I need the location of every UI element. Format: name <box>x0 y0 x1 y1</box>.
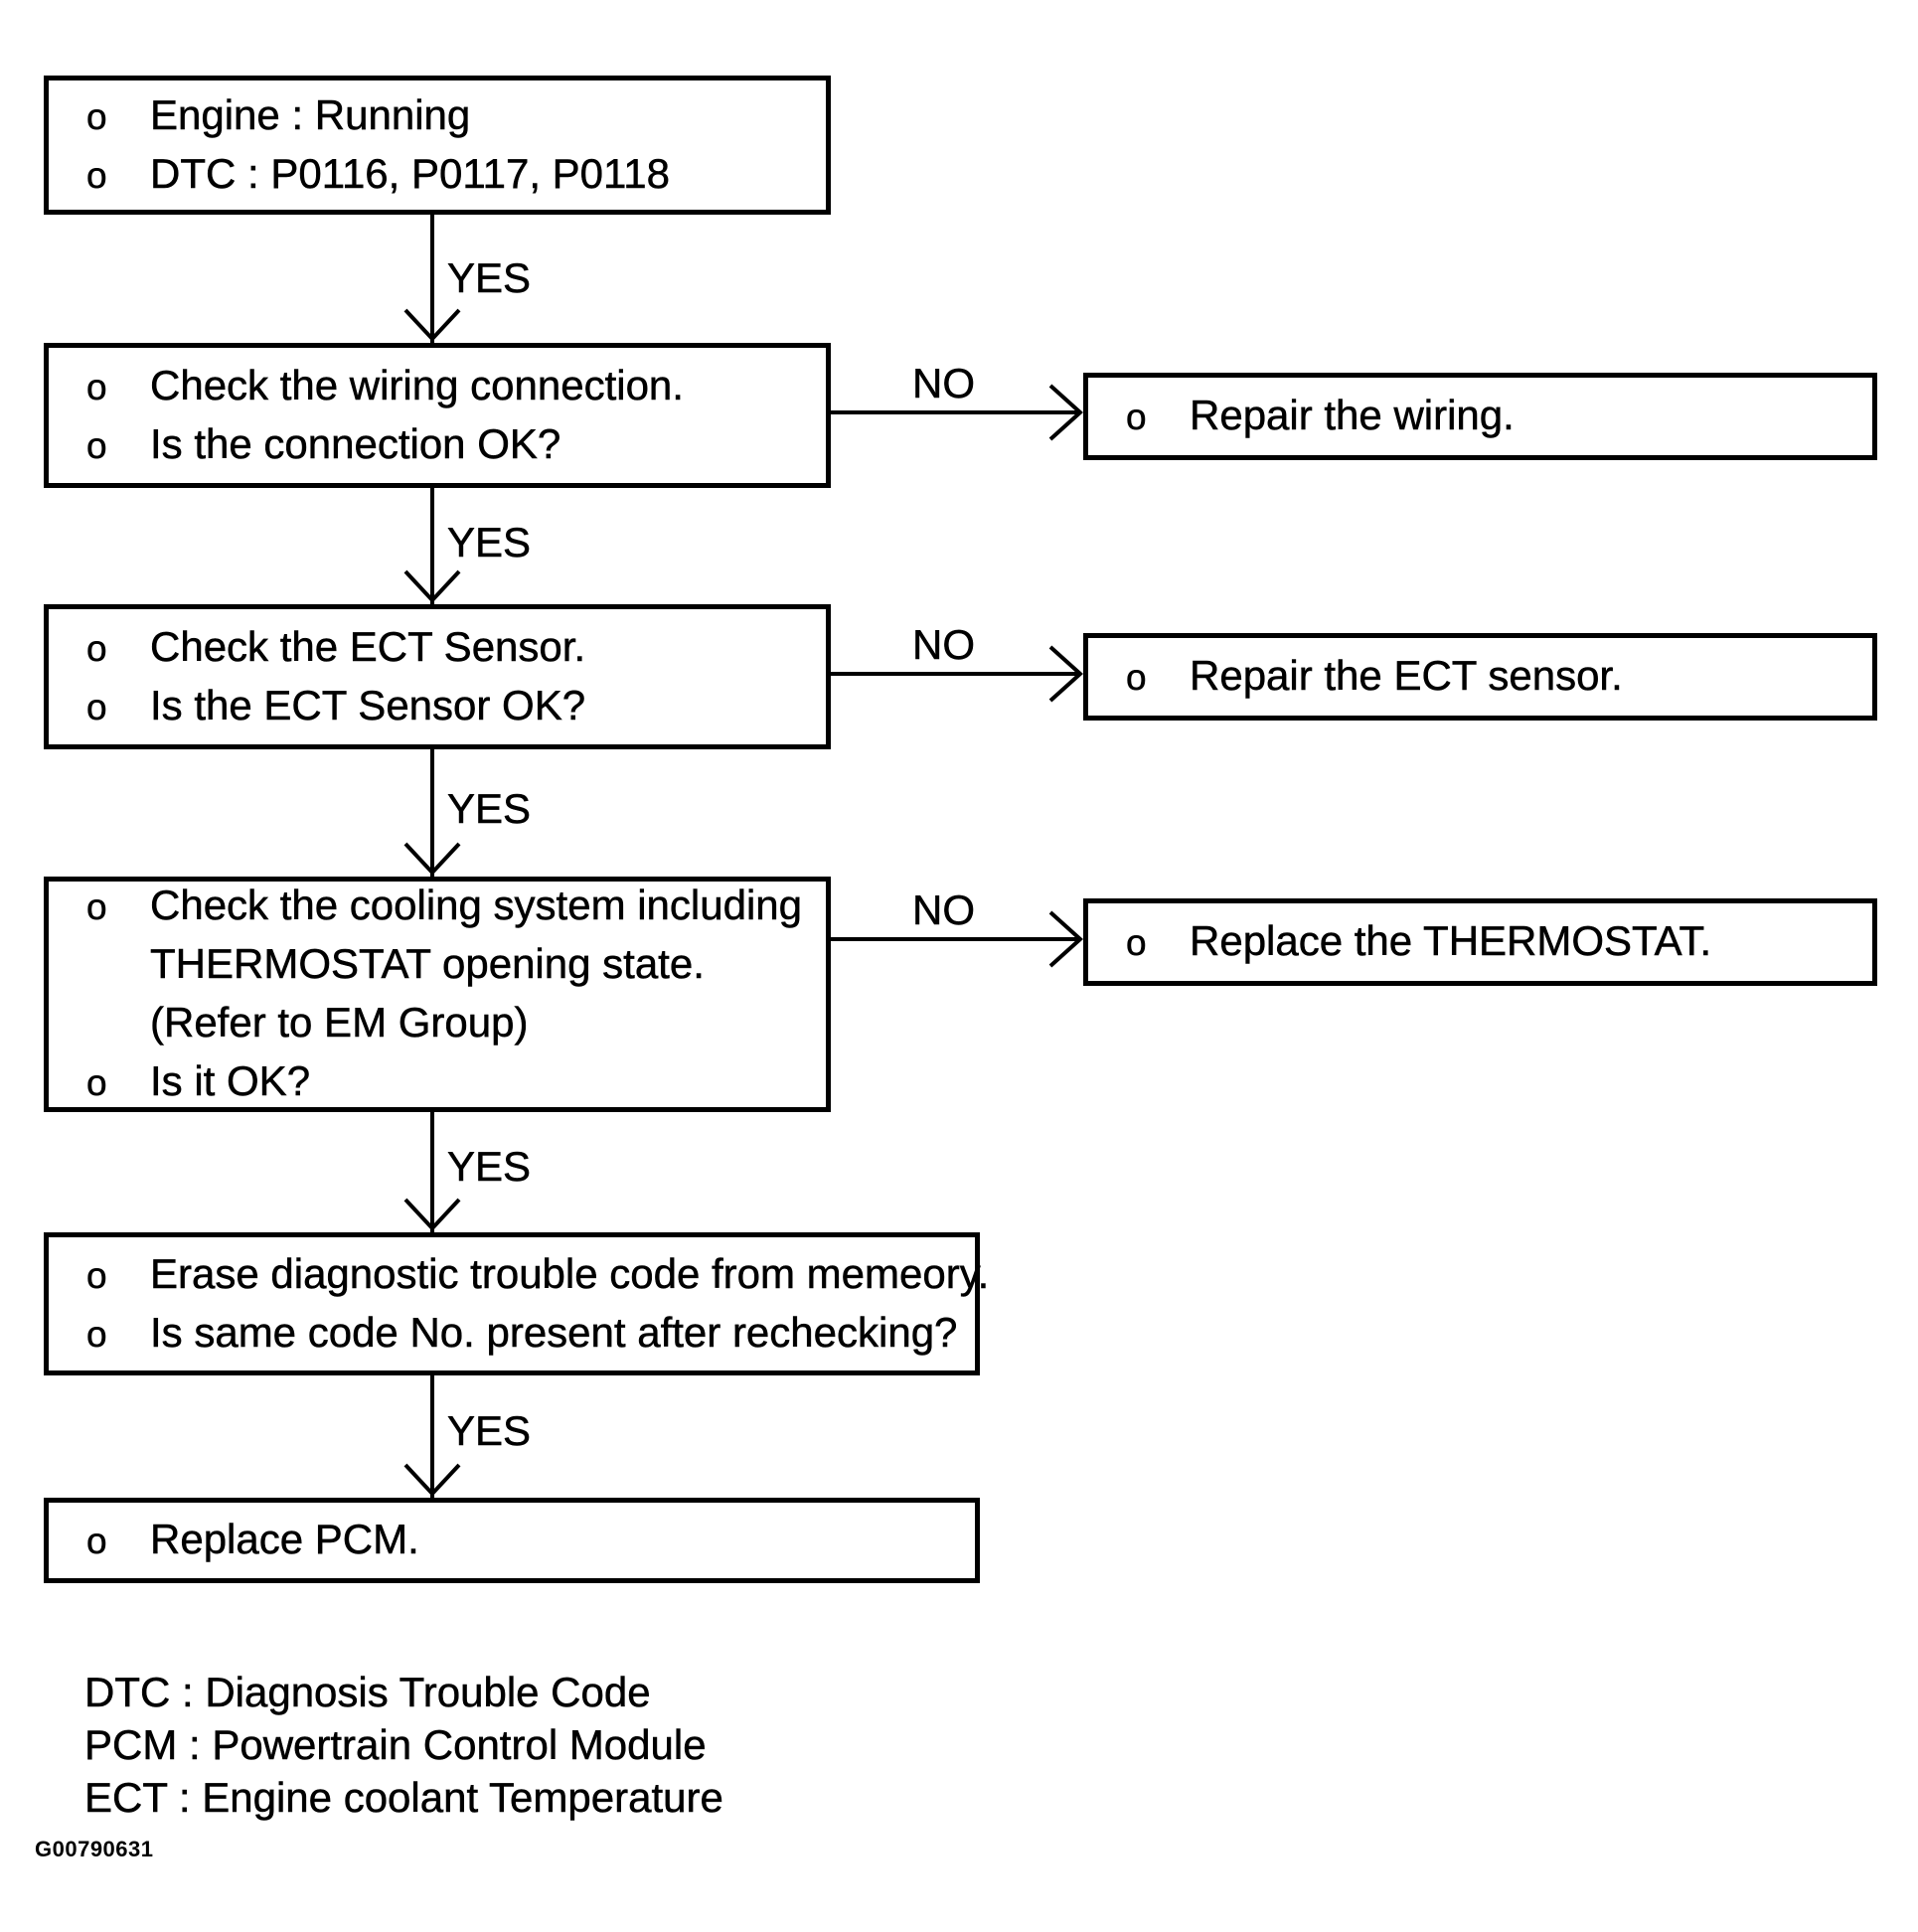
bullet-marker: o <box>86 1062 107 1104</box>
step-replace-pcm: o Replace PCM. <box>44 1498 980 1583</box>
arrowhead-right-icon <box>1048 384 1083 441</box>
step-line: o Replace PCM. <box>86 1516 969 1565</box>
connector-yes-3 <box>430 749 434 877</box>
arrowhead-down-icon <box>403 842 461 876</box>
no-label-3: NO <box>912 886 976 933</box>
step-text: Is same code No. present after recheckin… <box>150 1308 958 1356</box>
connector-yes-2 <box>430 488 434 604</box>
bullet-marker: o <box>86 95 107 137</box>
arrowhead-down-icon <box>403 308 461 342</box>
connector-no-2 <box>831 672 1079 676</box>
connector-yes-4 <box>430 1112 434 1232</box>
step-text: Is the ECT Sensor OK? <box>150 681 586 728</box>
yes-label-4: YES <box>447 1143 532 1190</box>
step-line: (Refer to EM Group) <box>86 999 820 1048</box>
bullet-marker: o <box>86 154 107 196</box>
arrowhead-right-icon <box>1048 910 1083 968</box>
step-text: Replace PCM. <box>150 1516 419 1563</box>
bullet-marker: o <box>86 886 107 928</box>
arrowhead-right-icon <box>1048 645 1083 703</box>
step-line: o DTC : P0116, P0117, P0118 <box>86 149 820 200</box>
bullet-marker: o <box>86 1313 107 1355</box>
yes-label-2: YES <box>447 519 532 565</box>
action-replace-thermostat: o Replace the THERMOSTAT. <box>1083 898 1877 986</box>
bullet-marker: o <box>86 686 107 727</box>
step-line: o Engine : Running <box>86 90 820 141</box>
legend-item-dtc: DTC : Diagnosis Trouble Code <box>84 1669 651 1716</box>
step-text: Erase diagnostic trouble code from memeo… <box>150 1249 990 1297</box>
step-text: THERMOSTAT opening state. <box>150 940 705 988</box>
step-line: o Check the cooling system including <box>86 882 820 931</box>
step-text: DTC : P0116, P0117, P0118 <box>150 149 671 197</box>
step-line: o Erase diagnostic trouble code from mem… <box>86 1249 990 1300</box>
step-line: o Is same code No. present after recheck… <box>86 1308 969 1359</box>
step-check-cooling-system: o Check the cooling system including THE… <box>44 877 831 1112</box>
step-line: o Is the ECT Sensor OK? <box>86 681 820 731</box>
step-text: Replace the THERMOSTAT. <box>1190 917 1712 965</box>
yes-label-1: YES <box>447 254 532 301</box>
bullet-marker: o <box>1126 922 1147 964</box>
bullet-marker: o <box>1126 657 1147 699</box>
step-line: o Check the wiring connection. <box>86 361 820 411</box>
step-erase-dtc: o Erase diagnostic trouble code from mem… <box>44 1232 990 1375</box>
bullet-marker: o <box>86 366 107 407</box>
step-text: Is it OK? <box>150 1057 311 1105</box>
step-line: o Is it OK? <box>86 1057 820 1107</box>
arrowhead-down-icon <box>403 569 461 603</box>
step-line: o Is the connection OK? <box>86 419 820 470</box>
step-start-conditions: o Engine : Running o DTC : P0116, P0117,… <box>44 76 831 215</box>
step-text: Is the connection OK? <box>150 419 561 467</box>
connector-no-1 <box>831 410 1079 414</box>
legend: DTC : Diagnosis Trouble Code PCM : Power… <box>84 1666 723 1824</box>
bullet-marker: o <box>1126 397 1147 438</box>
step-line: o Replace the THERMOSTAT. <box>1126 917 1866 967</box>
step-line: THERMOSTAT opening state. <box>86 940 820 990</box>
step-text: Check the ECT Sensor. <box>150 622 586 670</box>
bullet-marker: o <box>86 424 107 466</box>
step-text: Engine : Running <box>150 90 471 138</box>
step-text: (Refer to EM Group) <box>150 999 529 1046</box>
bullet-marker: o <box>86 627 107 669</box>
arrowhead-down-icon <box>403 1463 461 1497</box>
legend-item-pcm: PCM : Powertrain Control Module <box>84 1721 707 1769</box>
no-label-2: NO <box>912 621 976 668</box>
connector-yes-5 <box>430 1375 434 1498</box>
bullet-marker: o <box>86 1254 107 1296</box>
step-text: Check the cooling system including <box>150 882 803 929</box>
yes-label-5: YES <box>447 1407 532 1454</box>
step-line: o Repair the ECT sensor. <box>1126 652 1866 702</box>
action-repair-ect-sensor: o Repair the ECT sensor. <box>1083 633 1877 721</box>
connector-yes-1 <box>430 215 434 343</box>
step-line: o Check the ECT Sensor. <box>86 622 820 673</box>
legend-item-ect: ECT : Engine coolant Temperature <box>84 1774 723 1822</box>
connector-no-3 <box>831 937 1079 941</box>
arrowhead-down-icon <box>403 1198 461 1231</box>
step-check-wiring: o Check the wiring connection. o Is the … <box>44 343 831 488</box>
step-line: o Repair the wiring. <box>1126 392 1866 441</box>
step-text: Repair the ECT sensor. <box>1190 652 1623 700</box>
step-text: Check the wiring connection. <box>150 361 684 408</box>
no-label-1: NO <box>912 360 976 406</box>
yes-label-3: YES <box>447 785 532 832</box>
figure-code: G00790631 <box>35 1837 154 1861</box>
step-check-ect-sensor: o Check the ECT Sensor. o Is the ECT Sen… <box>44 604 831 749</box>
action-repair-wiring: o Repair the wiring. <box>1083 373 1877 460</box>
bullet-marker: o <box>86 1521 107 1562</box>
step-text: Repair the wiring. <box>1190 392 1515 439</box>
